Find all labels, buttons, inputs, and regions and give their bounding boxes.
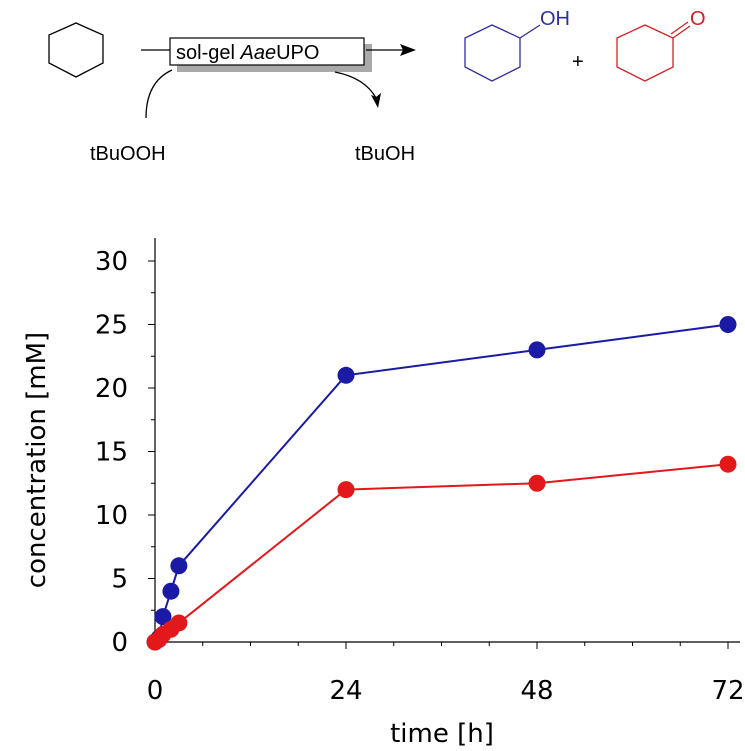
- series-1: [146, 455, 737, 651]
- x-tick-label: 24: [329, 676, 362, 706]
- series-line: [154, 323, 729, 643]
- x-tick-label: 48: [520, 676, 553, 706]
- y-tick-label: 0: [111, 628, 128, 658]
- cyclohexanone-co-bond-2: [670, 21, 689, 35]
- byproduct-label: tBuOH: [355, 143, 415, 165]
- y-tick-label: 30: [95, 247, 128, 277]
- series-line: [154, 463, 729, 643]
- y-tick-label: 20: [95, 374, 128, 404]
- data-point: [719, 316, 737, 333]
- plus-sign: +: [572, 51, 584, 73]
- reagent-box: [169, 37, 365, 66]
- cyclohexanol-oh-bond: [519, 24, 541, 39]
- byproduct-arrowhead: [371, 93, 381, 108]
- oxidant-curve: [145, 69, 173, 119]
- x-tick-label: 72: [711, 676, 744, 706]
- y-tick-label: 10: [95, 501, 128, 531]
- cyclohexanone-co-bond-1: [672, 25, 691, 39]
- cyclohexanone-o-label: O: [690, 8, 706, 30]
- y-tick-label: 25: [95, 311, 128, 341]
- cyclohexanone-ring: [616, 24, 674, 82]
- oxidant-label: tBuOOH: [90, 143, 166, 165]
- y-axis-title: concentration [mM]: [22, 332, 52, 588]
- data-point: [337, 481, 355, 499]
- reaction-arrowhead: [400, 44, 416, 56]
- data-point: [719, 455, 737, 473]
- data-point: [170, 557, 188, 575]
- cyclohexanol-oh-label: OH: [540, 8, 570, 30]
- data-point: [162, 582, 180, 600]
- x-tick-label: 0: [147, 676, 164, 706]
- byproduct-curve: [334, 71, 377, 99]
- data-point: [154, 608, 172, 626]
- data-point: [337, 366, 355, 384]
- data-point: [528, 341, 546, 359]
- reagent-box-label: sol-gel AaeUPO: [176, 42, 319, 64]
- x-axis-title: time [h]: [390, 719, 494, 749]
- series-layer: [146, 316, 737, 651]
- reaction-scheme: sol-gel AaeUPO tBuOOH tBuOH OH + O: [48, 8, 706, 165]
- cyclohexanol-ring: [464, 24, 521, 82]
- y-tick-label: 15: [95, 438, 128, 468]
- axes: 0 5 10 15 20 25 30 0 24 48 72: [95, 238, 745, 706]
- y-tick-label: 5: [111, 565, 128, 595]
- cyclohexane-ring: [48, 22, 104, 78]
- series-0: [146, 316, 737, 651]
- data-point: [528, 474, 546, 492]
- data-point: [170, 614, 188, 632]
